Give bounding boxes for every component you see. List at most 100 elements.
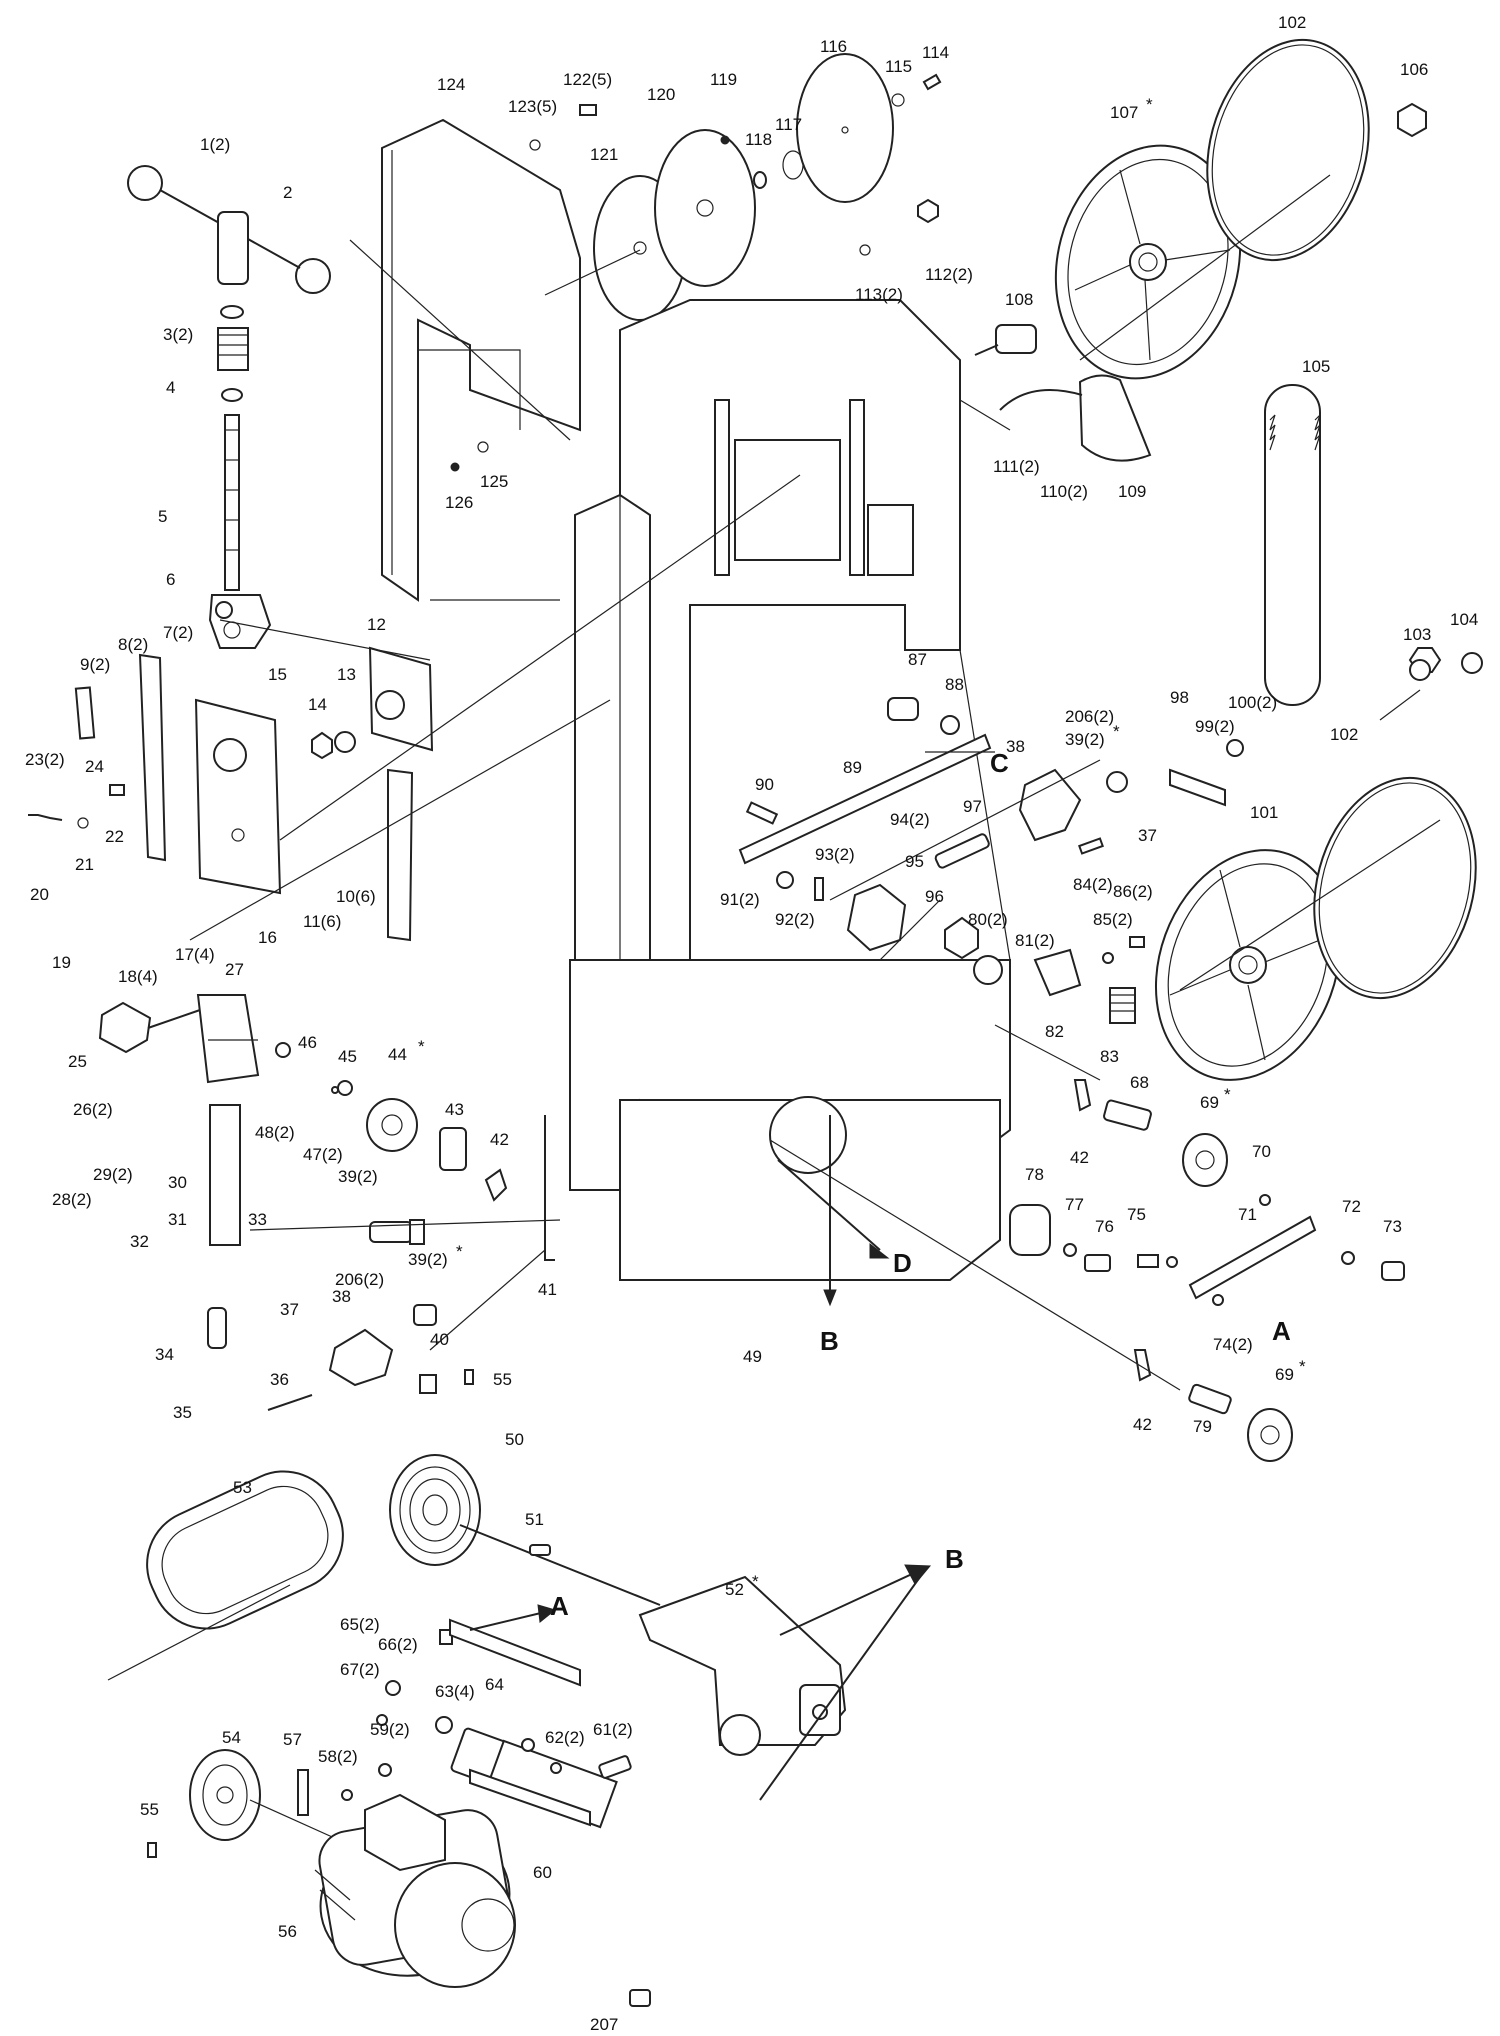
label-p102a: 102	[1278, 13, 1306, 32]
label-p75: 75	[1127, 1205, 1146, 1224]
label-p59: 59(2)	[370, 1720, 410, 1739]
asterisk-p44: *	[418, 1037, 425, 1056]
asterisk-p69b: *	[1299, 1357, 1306, 1376]
ref-letter-b2: B	[945, 1544, 964, 1574]
label-p81: 81(2)	[1015, 931, 1055, 950]
label-p18: 18(4)	[118, 967, 158, 986]
label-p126: 126	[445, 493, 473, 512]
label-p88: 88	[945, 675, 964, 694]
label-p10: 10(6)	[336, 887, 376, 906]
label-p33: 33	[248, 1210, 267, 1229]
label-p119: 119	[710, 70, 737, 89]
label-p22: 22	[105, 827, 124, 846]
label-p49: 49	[743, 1347, 762, 1366]
label-p76: 76	[1095, 1217, 1114, 1236]
label-p68: 68	[1130, 1073, 1149, 1092]
label-p105: 105	[1302, 357, 1330, 376]
ref-letter-a1: A	[1272, 1316, 1291, 1346]
label-p17: 17(4)	[175, 945, 215, 964]
label-p38a: 38	[332, 1287, 351, 1306]
label-p106: 106	[1400, 60, 1428, 79]
label-p43: 43	[445, 1100, 464, 1119]
label-p112: 112(2)	[925, 265, 973, 284]
label-p85: 85(2)	[1093, 910, 1133, 929]
upper-wheel-assembly	[959, 38, 1427, 462]
label-p12: 12	[367, 615, 386, 634]
label-p86: 86(2)	[1113, 882, 1153, 901]
label-p7: 7(2)	[163, 623, 193, 642]
asterisk-p107: *	[1146, 95, 1153, 114]
label-p73: 73	[1383, 1217, 1402, 1236]
label-p71: 71	[1238, 1205, 1257, 1224]
label-p39a: 39(2)	[338, 1167, 378, 1186]
label-p104: 104	[1450, 610, 1478, 629]
lower-guide-bearings	[769, 1024, 1405, 1462]
label-p79: 79	[1193, 1417, 1212, 1436]
label-p34: 34	[155, 1345, 174, 1364]
label-p40: 40	[430, 1330, 449, 1349]
label-p11: 11(6)	[303, 912, 341, 931]
label-p206b: 206(2)	[335, 1270, 384, 1289]
label-p46: 46	[298, 1033, 317, 1052]
label-p95: 95	[905, 852, 924, 871]
label-p35: 35	[173, 1403, 192, 1422]
label-p45: 45	[338, 1047, 357, 1066]
label-p54: 54	[222, 1728, 241, 1747]
label-p41: 41	[538, 1280, 557, 1299]
label-p6: 6	[166, 570, 175, 589]
label-p92: 92(2)	[775, 910, 815, 929]
label-p26: 26(2)	[73, 1100, 113, 1119]
cover-discs	[450, 53, 942, 472]
label-p19: 19	[52, 953, 71, 972]
label-p100: 100(2)	[1228, 693, 1277, 712]
label-p69a: 69	[1200, 1093, 1219, 1112]
label-p107: 107	[1110, 103, 1138, 122]
label-p21: 21	[75, 855, 94, 874]
label-p80: 80(2)	[968, 910, 1008, 929]
label-p65: 65(2)	[340, 1615, 380, 1634]
upper-guide-arm	[738, 697, 1244, 1024]
label-p96: 96	[925, 887, 944, 906]
label-p109: 109	[1118, 482, 1146, 501]
label-p8: 8(2)	[118, 635, 148, 654]
label-p30: 30	[168, 1173, 187, 1192]
label-p110: 110(2)	[1040, 482, 1088, 501]
part-labels: 1(2) 2 3(2) 4 5 6 7(2) 8(2) 9(2) 10(6) 1…	[25, 13, 1478, 2034]
asterisk-p39c: *	[1113, 722, 1120, 741]
label-p74: 74(2)	[1213, 1335, 1253, 1354]
label-p98: 98	[1170, 688, 1189, 707]
label-p69b: 69	[1275, 1365, 1294, 1384]
label-p122: 122(5)	[563, 70, 612, 89]
ref-letter-c: C	[990, 748, 1009, 778]
blade-guard-panel	[349, 118, 581, 602]
label-p83: 83	[1100, 1047, 1119, 1066]
label-p102b: 102	[1330, 725, 1358, 744]
label-p206a: 206(2)	[1065, 707, 1114, 726]
asterisk-p39b: *	[456, 1242, 463, 1261]
label-p111: 111(2)	[993, 457, 1040, 476]
label-p31: 31	[168, 1210, 187, 1229]
label-p99: 99(2)	[1195, 717, 1235, 736]
left-guide-assembly	[98, 994, 561, 1411]
label-p66: 66(2)	[378, 1635, 418, 1654]
label-p32: 32	[130, 1232, 149, 1251]
label-p97: 97	[963, 797, 982, 816]
label-p48: 48(2)	[255, 1123, 295, 1142]
label-p39c: 39(2)	[1065, 730, 1105, 749]
label-p84: 84(2)	[1073, 875, 1113, 894]
label-p20: 20	[30, 885, 49, 904]
label-p37b: 37	[1138, 826, 1157, 845]
label-p124: 124	[437, 75, 465, 94]
label-p28: 28(2)	[52, 1190, 92, 1209]
asterisk-marks: * * * * * * *	[418, 95, 1306, 1591]
label-p116: 116	[820, 37, 847, 56]
label-p38b: 38	[1006, 737, 1025, 756]
label-p9: 9(2)	[80, 655, 110, 674]
label-p5: 5	[158, 507, 167, 526]
label-p207: 207	[590, 2015, 618, 2034]
label-p125: 125	[480, 472, 508, 491]
label-p117: 117	[775, 115, 802, 134]
label-p61: 61(2)	[593, 1720, 633, 1739]
label-p3: 3(2)	[163, 325, 193, 344]
label-p55a: 55	[493, 1370, 512, 1389]
